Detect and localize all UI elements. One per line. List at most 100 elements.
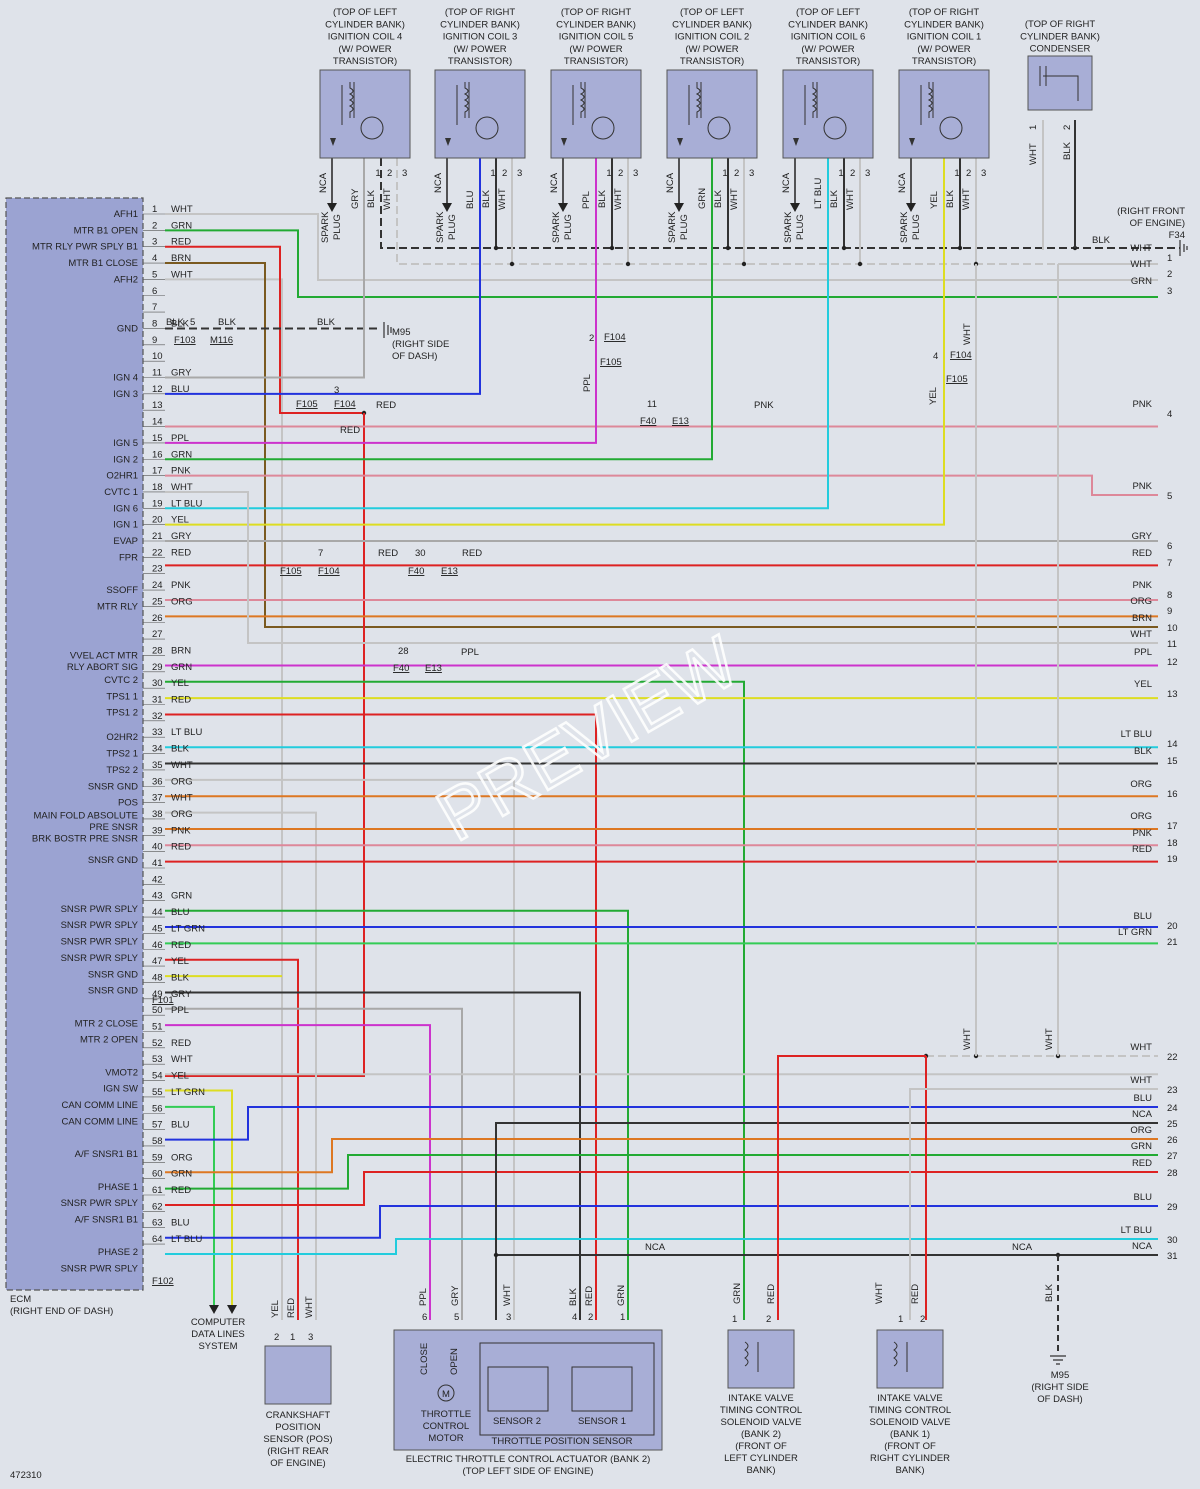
condenser-pin-2: 2 (1062, 125, 1073, 130)
ecm-pin-11: 11 (152, 368, 162, 379)
ecm-signal: O2HR1 (106, 471, 138, 482)
coil-signal-wire-label: YEL (929, 191, 940, 209)
ecm-pin-34: 34 (152, 744, 163, 755)
right-pin-color-2: WHT (1130, 259, 1152, 270)
ecm-pin-52: 52 (152, 1038, 163, 1049)
conn-f104-d: F104 (318, 566, 340, 577)
wire-ppl-28: PPL (461, 647, 479, 658)
pos-wire-label: RED (286, 1298, 297, 1318)
wire-pin-49 (165, 1007, 463, 1320)
ecm-pin-color-2: GRN (171, 220, 192, 231)
etc-open: OPEN (449, 1348, 460, 1375)
right-pin-color-10: BRN (1132, 613, 1152, 624)
coil-6-title: IGNITION COIL 1 (907, 32, 982, 43)
right-ref-blk: BLK (1092, 235, 1111, 246)
ecm-pin-color-21: GRY (171, 531, 192, 542)
ecm-pin-29: 29 (152, 662, 163, 673)
ecm-pin-53: 53 (152, 1054, 163, 1065)
ecm-pin-color-28: BRN (171, 645, 191, 656)
ecm-pin-12: 12 (152, 384, 163, 395)
diode-icon (793, 138, 799, 146)
ecm-pin-58: 58 (152, 1136, 163, 1147)
coil-spark: SPARK (783, 211, 794, 243)
ecm-signal: FPR (119, 552, 138, 563)
coil-3-title: (W/ POWER (569, 44, 622, 55)
ecm-signal: SNSR PWR SPLY (61, 937, 139, 948)
coil-winding-icon (920, 82, 934, 125)
ivt2-pin-label: 2 (766, 1314, 771, 1325)
ecm-signal: EVAP (113, 536, 138, 547)
coil-1-title: TRANSISTOR) (333, 56, 397, 67)
sensor-2-box (487, 1366, 549, 1412)
wire-pin-61 (165, 1171, 1158, 1206)
ecm-signal: TPS1 1 (106, 691, 138, 702)
ecm-signal: SNSR PWR SPLY (61, 1264, 139, 1275)
conn-f103: F103 (174, 335, 196, 346)
intake-valve-solenoid-bank2 (727, 1329, 795, 1389)
ecm-pin-26: 26 (152, 613, 163, 624)
ecm-signal: IGN SW (103, 1084, 138, 1095)
ivt1-pin-label: 2 (920, 1314, 925, 1325)
wire-pin-19 (165, 158, 829, 510)
ignition-coil-5 (782, 69, 874, 159)
right-pin-color-30: LT BLU (1121, 1225, 1152, 1236)
ignition-coil-6 (898, 69, 990, 159)
cdl-arrow-icon (227, 1305, 237, 1314)
ecm-pin-8: 8 (152, 318, 157, 329)
right-pin-22: 22 (1167, 1052, 1178, 1063)
ecm-signal: IGN 4 (113, 373, 138, 384)
right-pin-color-1: WHT (1130, 243, 1152, 254)
ecm-signal: TPS2 2 (106, 765, 138, 776)
ecm-pin-5: 5 (152, 269, 157, 280)
wire-pin-11 (165, 158, 365, 379)
transistor-icon (360, 116, 384, 140)
cdl-title-2: DATA LINES (191, 1329, 245, 1340)
ecm-signal: AFH1 (114, 209, 138, 220)
ecm-pin-16: 16 (152, 449, 163, 460)
motor-m-symbol: M (442, 1389, 450, 1400)
ecm-signal: MTR B1 OPEN (74, 225, 139, 236)
ecm-pin-9: 9 (152, 335, 157, 346)
coil-signal-wire-label: PPL (581, 191, 592, 209)
wire-wht-label: WHT (962, 323, 973, 345)
coil-4-title: CYLINDER BANK) (672, 19, 752, 30)
coil-1-title: (TOP OF LEFT (333, 7, 397, 18)
ecm-pin-62: 62 (152, 1201, 163, 1212)
etc-pin-label: 6 (422, 1312, 427, 1323)
right-pin-13: 13 (1167, 689, 1178, 700)
diagram-code: 472310 (10, 1470, 42, 1481)
coil-2-title: IGNITION COIL 3 (443, 32, 518, 43)
ecm-pin-54: 54 (152, 1071, 163, 1082)
wire-pin-48 (165, 991, 581, 1320)
motor-icon (437, 1384, 455, 1402)
ground-m95-b-icon (1050, 1355, 1066, 1365)
right-pin-color-28: RED (1132, 1158, 1152, 1169)
coil-pin-2: 2 (502, 168, 507, 179)
coil-wht-label: WHT (613, 188, 624, 210)
ignition-coil-4 (666, 69, 758, 159)
ground-m95-b: M95 (1051, 1370, 1069, 1381)
right-pin-18: 18 (1167, 838, 1178, 849)
conn-f105-c: F105 (946, 374, 968, 385)
tps-label: THROTTLE POSITION SENSOR (492, 1436, 633, 1447)
ecm-pin-color-34: BLK (171, 744, 190, 755)
coil-3-title: TRANSISTOR) (564, 56, 628, 67)
condenser-blk: BLK (1062, 141, 1073, 160)
ivt2-title-5: (FRONT OF (735, 1441, 787, 1452)
wire-pin-18 (165, 490, 1158, 644)
coil-blk-label: BLK (945, 189, 956, 208)
ecm-pin-38: 38 (152, 809, 163, 820)
coil-signal-wire-label: GRN (697, 188, 708, 209)
sensor-1-box (571, 1366, 633, 1412)
wire-wht-22-a: WHT (962, 1028, 973, 1050)
pos-title-5: OF ENGINE) (270, 1458, 325, 1469)
ecm-pin-61: 61 (152, 1185, 163, 1196)
coil-pin-3: 3 (402, 168, 407, 179)
transistor-icon (475, 116, 499, 140)
right-ref-title-1: (RIGHT FRONT (1117, 206, 1185, 217)
wire-wht-ivt1 (909, 1088, 1158, 1320)
coil-pin-1: 1 (375, 168, 380, 179)
ecm-pin-color-16: GRN (171, 449, 192, 460)
ecm-pin-color-5: WHT (171, 269, 193, 280)
